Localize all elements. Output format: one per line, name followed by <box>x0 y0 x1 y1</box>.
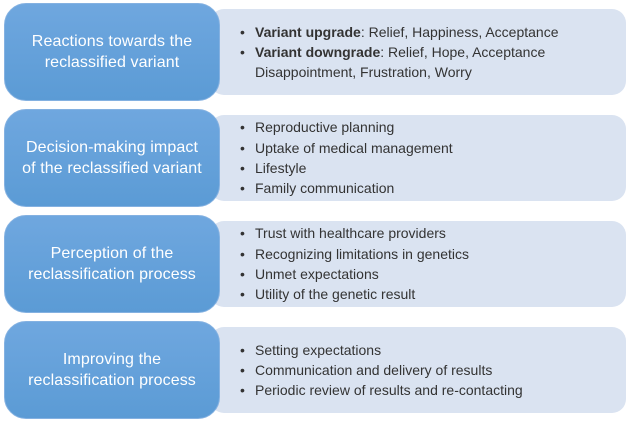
bullet-icon: • <box>240 139 245 156</box>
bullet-item: • Setting expectations <box>240 340 614 360</box>
bullet-item: • Trust with healthcare providers <box>240 223 614 243</box>
bullet-text: Trust with healthcare providers <box>255 225 446 242</box>
bullet-icon: • <box>240 180 245 197</box>
category-box: Perception of the reclassification proce… <box>4 215 220 313</box>
category-heading: Decision-making impact of the reclassifi… <box>22 138 202 177</box>
bullet-text: Unmet expectations <box>255 266 379 282</box>
bullet-item: • Communication and delivery of results <box>240 360 614 380</box>
bullet-item: • Reproductive planning <box>240 117 614 137</box>
bullet-text: Lifestyle <box>255 160 307 176</box>
diagram-row-perception: • Trust with healthcare providers • Reco… <box>0 215 630 313</box>
bullet-rest: : Relief, Hope, Acceptance Disappointmen… <box>255 43 546 81</box>
bullet-text: Recognizing limitations in genetics <box>255 245 469 262</box>
bullet-text: Reproductive planning <box>255 119 395 136</box>
bullet-item: • Utility of the genetic result <box>240 284 614 304</box>
bullet-item: • Lifestyle <box>240 158 614 178</box>
bullet-icon: • <box>240 119 245 136</box>
diagram-row-reactions: • Variant upgrade: Relief, Happiness, Ac… <box>0 3 630 101</box>
bullet-text: Utility of the genetic result <box>255 286 416 303</box>
details-panel: • Trust with healthcare providers • Reco… <box>210 221 626 307</box>
bullet-text: Variant downgrade: Relief, Hope, Accepta… <box>255 42 545 83</box>
category-box: Decision-making impact of the reclassifi… <box>4 109 220 207</box>
bullet-item: • Recognizing limitations in genetics <box>240 244 614 264</box>
bullet-text: Communication and delivery of results <box>255 361 493 378</box>
category-heading: Improving the reclassification process <box>28 350 196 389</box>
bullet-icon: • <box>240 23 245 40</box>
bullet-rest: : Relief, Happiness, Acceptance <box>360 23 559 40</box>
category-heading: Perception of the reclassification proce… <box>28 244 196 283</box>
diagram-row-improving: • Setting expectations • Communication a… <box>0 321 630 419</box>
diagram-row-decision-making: • Reproductive planning • Uptake of medi… <box>0 109 630 207</box>
category-box: Reactions towards the reclassified varia… <box>4 3 220 101</box>
details-panel: • Reproductive planning • Uptake of medi… <box>210 115 626 201</box>
bullet-item: • Family communication <box>240 178 614 198</box>
bullet-icon: • <box>240 341 245 358</box>
category-heading: Reactions towards the reclassified varia… <box>31 32 193 71</box>
bullet-icon: • <box>240 160 245 176</box>
bullet-item: • Unmet expectations <box>240 264 614 284</box>
bullet-icon: • <box>240 382 245 399</box>
bullet-text: Family communication <box>255 180 395 197</box>
bullet-item: • Periodic review of results and re-cont… <box>240 380 614 400</box>
bullet-icon: • <box>240 286 245 303</box>
bullet-lead-bold: Variant upgrade <box>255 23 361 40</box>
bullet-icon: • <box>240 225 245 242</box>
bullet-item: • Variant upgrade: Relief, Happiness, Ac… <box>240 22 614 42</box>
bullet-icon: • <box>240 266 245 282</box>
bullet-item: • Uptake of medical management <box>240 138 614 158</box>
bullet-text: Setting expectations <box>255 341 382 358</box>
details-panel: • Setting expectations • Communication a… <box>210 327 626 413</box>
details-panel: • Variant upgrade: Relief, Happiness, Ac… <box>210 9 626 95</box>
bullet-text: Periodic review of results and re-contac… <box>255 382 523 399</box>
bullet-text: Uptake of medical management <box>255 139 453 156</box>
category-box: Improving the reclassification process <box>4 321 220 419</box>
bullet-icon: • <box>240 361 245 378</box>
bullet-icon: • <box>240 245 245 262</box>
bullet-icon: • <box>240 43 245 60</box>
bullet-lead-bold: Variant downgrade <box>255 43 381 60</box>
bullet-item: • Variant downgrade: Relief, Hope, Accep… <box>240 42 614 83</box>
bullet-text: Variant upgrade: Relief, Happiness, Acce… <box>255 22 558 42</box>
